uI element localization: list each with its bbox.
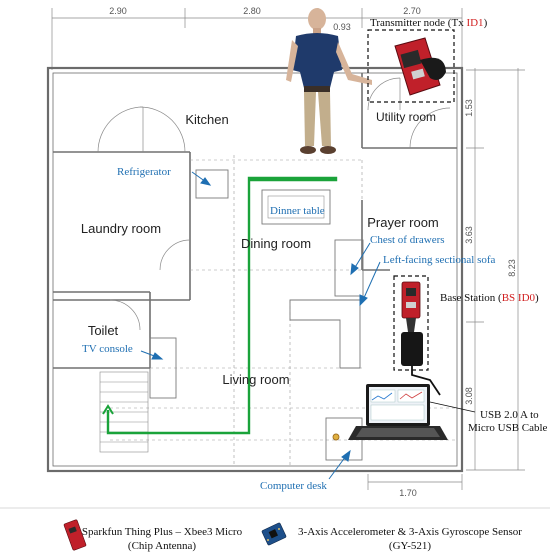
interior-walls [53,73,457,369]
path-arrow-head [102,404,114,415]
annotation-tv: TV console [82,343,133,355]
legend-item1-line1: Sparkfun Thing Plus – Xbee3 Micro [82,526,243,538]
annotation-sofa: Left-facing sectional sofa [383,254,496,266]
room-label-toilet: Toilet [88,323,119,338]
refrigerator-shape [195,169,229,199]
usb-label-line1: USB 2.0 A to [480,409,539,421]
room-label-prayer: Prayer room [367,215,439,230]
room-label-utility: Utility room [376,110,436,124]
transmitter-device-icon [394,37,446,96]
legend-item2-line2: (GY-521) [389,540,431,552]
outer-walls [46,66,464,473]
xbee-board-icon [63,519,87,551]
gyro-sensor-icon [261,522,287,546]
dimension-label-top-4: 2.70 [403,6,421,16]
laptop-icon [348,384,448,440]
legend-item1-line2: (Chip Antenna) [128,540,196,552]
furniture [149,169,364,461]
dimension-label-top-2: 2.80 [243,6,261,16]
transmitter-label: Transmitter node (Tx ID1) [370,17,488,29]
annotation-chest: Chest of drawers [370,234,445,246]
room-label-living: Living room [222,372,289,387]
dimension-lines [51,8,525,490]
annotation-desk: Computer desk [260,480,327,492]
walking-path [106,176,338,435]
base-station-device-icon [401,281,423,366]
dimension-label-top-3: 0.93 [333,22,351,32]
dimension-label-right-1: 1.53 [464,99,474,117]
transmitter-box [367,29,455,103]
dimension-label-bottom-1: 1.70 [399,488,417,498]
annotation-refrigerator: Refrigerator [117,166,171,178]
legend-item2-line1: 3-Axis Accelerometer & 3-Axis Gyroscope … [298,526,522,538]
dimension-label-right-4: 3.08 [464,387,474,405]
door-swings [97,77,451,331]
tv-console-shape [149,337,177,399]
dimension-label-right-3: 8.23 [507,259,517,277]
usb-label-line2: Micro USB Cable [468,422,548,434]
dinner-table-shape [261,189,331,225]
usb-cable [411,366,441,396]
sofa-shape [289,299,361,369]
chest-shape [334,239,364,297]
annotation-arrows [140,171,381,480]
room-label-laundry: Laundry room [81,221,161,236]
base-station-label: Base Station (BS ID0) [440,292,539,304]
base-station-box [393,275,429,371]
person-figure [286,8,372,154]
usb-callout-line [429,401,476,413]
room-label-dining: Dining room [241,236,311,251]
dimension-label-right-2: 3.63 [464,226,474,244]
annotation-dinner-table: Dinner table [270,205,325,217]
dimension-label-top-1: 2.90 [109,6,127,16]
room-label-kitchen: Kitchen [185,112,228,127]
